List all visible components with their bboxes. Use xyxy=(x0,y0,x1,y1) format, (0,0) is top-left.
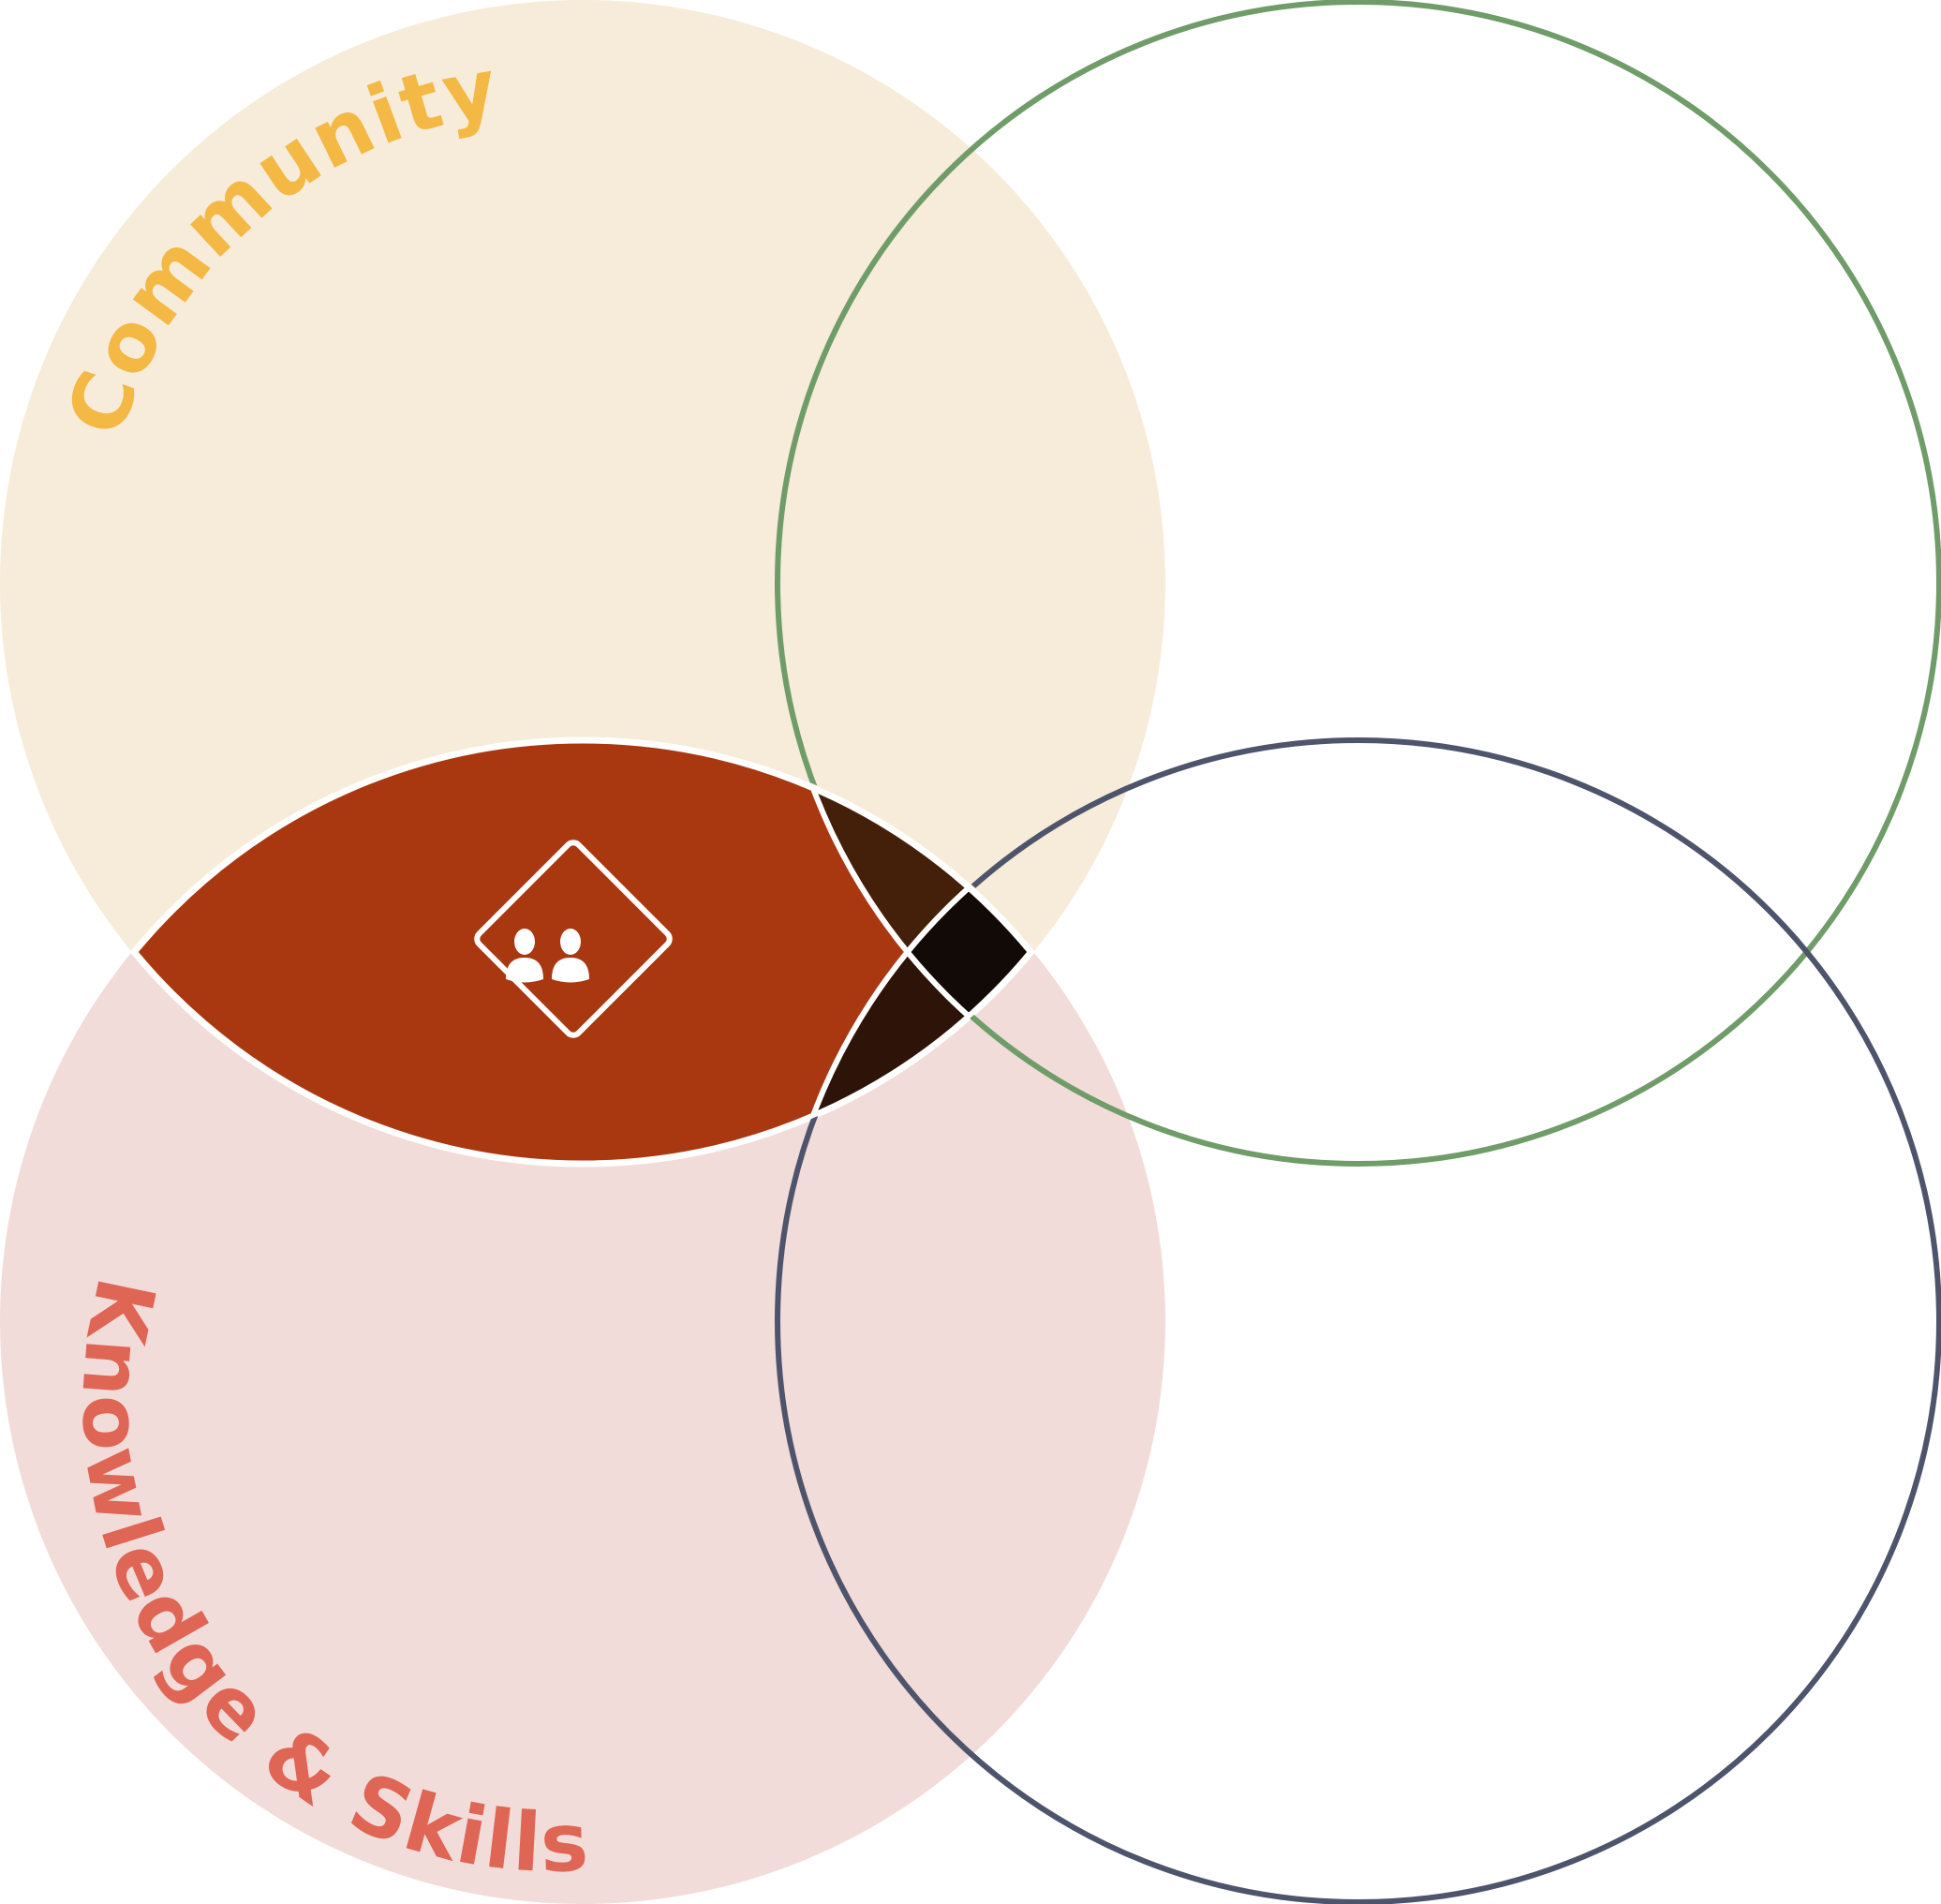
lens-outline-bottom xyxy=(0,736,1165,1166)
bottom-right-circle xyxy=(775,737,1941,1904)
top-right-circle xyxy=(775,0,1941,1167)
people-group-icon xyxy=(474,840,673,1038)
lens-outline-top xyxy=(0,738,1165,1168)
